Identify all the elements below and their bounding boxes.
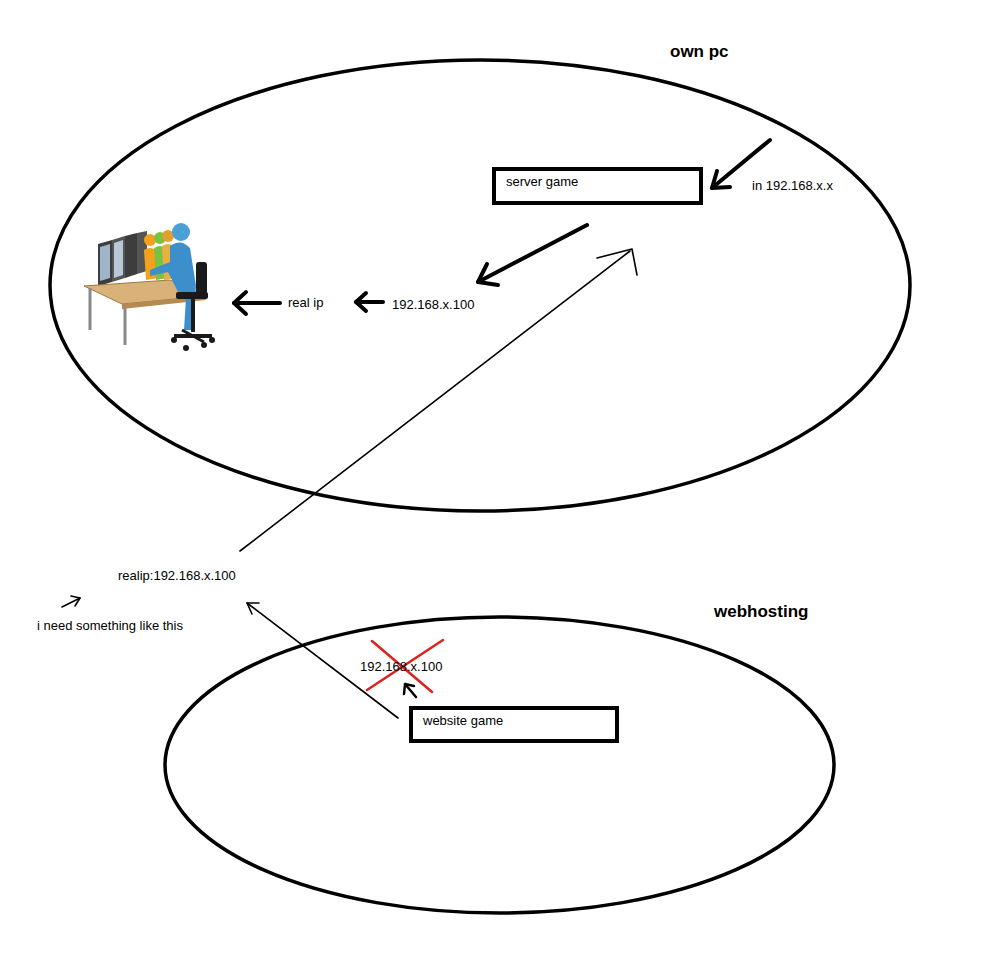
ellipse-outline <box>48 58 912 513</box>
box-label: server game <box>506 174 578 190</box>
arrow-head <box>247 603 259 614</box>
crossed-address-label: 192.168.x.100 <box>360 659 442 675</box>
arrow-head <box>478 264 498 285</box>
region-title: webhosting <box>714 602 808 622</box>
arrow-head <box>597 249 637 275</box>
region-ellipse: server gameown pc <box>48 58 912 513</box>
address-label: real ip <box>288 295 323 311</box>
leader-line <box>405 684 416 697</box>
process-box: website game <box>409 706 619 743</box>
monitor <box>125 233 137 278</box>
small-arrow <box>404 684 416 697</box>
chair-wheel <box>171 337 177 343</box>
ellipse-outline <box>165 617 834 913</box>
arrow-head <box>712 171 730 188</box>
chair-wheel <box>209 337 215 343</box>
thick-arrows <box>234 140 770 314</box>
thin-arrows <box>62 249 637 718</box>
desk-leg <box>124 308 127 345</box>
arrow-head <box>356 293 366 311</box>
monitor <box>98 240 112 286</box>
arrow-line <box>234 301 280 305</box>
monitor <box>112 236 125 282</box>
person-head <box>172 223 190 241</box>
chair-wheel <box>183 345 189 351</box>
monitor-screen <box>100 244 110 281</box>
arrow-line <box>478 225 587 282</box>
note-label: i need something like this <box>37 618 183 634</box>
ellipse-outline <box>163 615 836 915</box>
person-head <box>144 234 156 246</box>
process-box: server game <box>492 167 703 205</box>
chair-back <box>196 262 207 294</box>
address-label: 192.168.x.100 <box>392 297 474 313</box>
region-title: own pc <box>670 42 729 62</box>
person-body <box>150 242 196 292</box>
person-at-desk <box>84 223 215 351</box>
address-label: realip:192.168.x.100 <box>118 568 236 584</box>
desk-leg <box>89 288 92 330</box>
chair-wheel <box>201 342 207 348</box>
arrow-head <box>234 292 246 314</box>
arrow-head <box>71 596 80 606</box>
chair-seat <box>176 292 208 299</box>
region-ellipse: website gamewebhosting <box>163 615 836 915</box>
ellipse-outline <box>50 60 910 511</box>
box-label: website game <box>423 713 503 729</box>
arrow-head <box>404 684 414 694</box>
chair-base <box>182 330 204 342</box>
chair-post <box>191 299 195 332</box>
address-label: in 192.168.x.x <box>752 178 833 194</box>
monitor-screen <box>114 240 123 278</box>
